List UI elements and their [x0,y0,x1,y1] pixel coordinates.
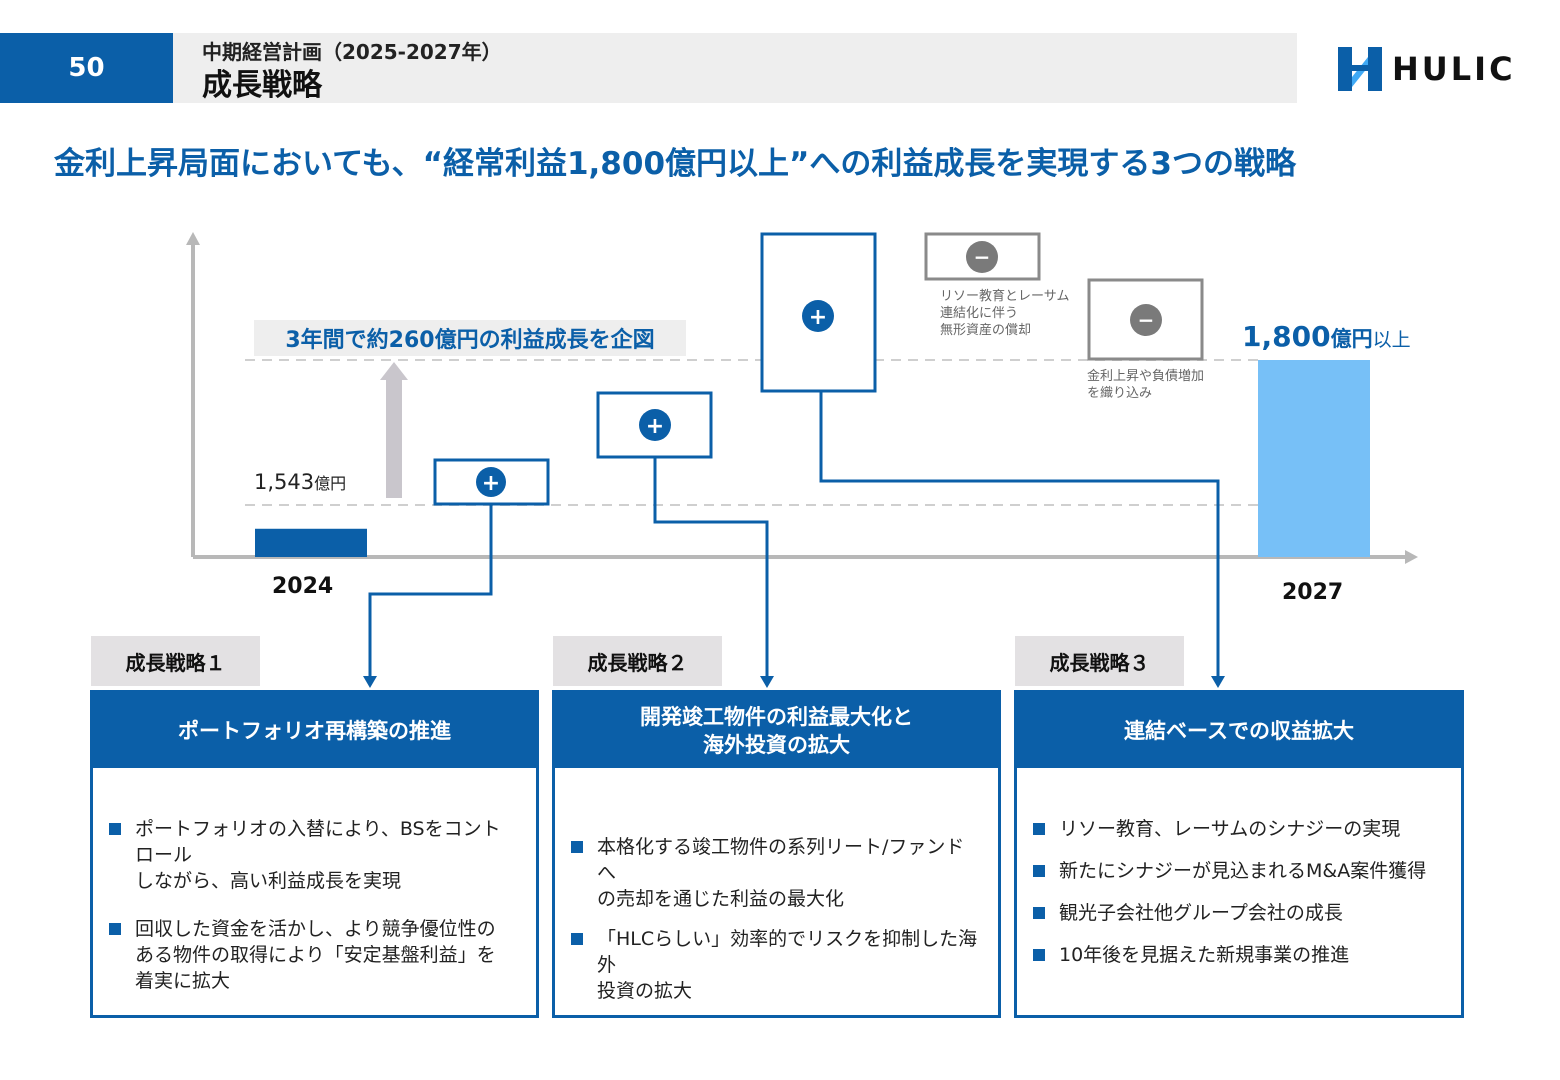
list-item: 観光子会社他グループ会社の成長 [1033,900,1441,926]
strategy-card-2: 開発竣工物件の利益最大化と海外投資の拡大 本格化する竣工物件の系列リート/ファン… [552,690,1001,1018]
growth-arrow-shaft [386,378,402,498]
logo-text: HULIC [1392,50,1516,88]
list-item: 「HLCらしい」効率的でリスクを抑制した海外投資の拡大 [571,926,978,1004]
minus-note-2: 金利上昇や負債増加 を織り込み [1087,369,1205,401]
target-value-label: 1,800億円以上 [1242,320,1411,353]
growth-callout: 3年間で約260億円の利益成長を企図 [254,320,686,356]
connector-arrow-icon [760,676,774,688]
strategy-tag-3: 成長戦略３ [1015,636,1184,686]
bar-2024 [255,528,367,557]
minus-icon: − [1130,304,1162,336]
headline: 金利上昇局面においても、“経常利益1,800億円以上”への利益成長を実現する3つ… [54,146,1296,182]
page-number: 50 [0,33,173,103]
list-item: ポートフォリオの入替により、BSをコントロールしながら、高い利益成長を実現 [109,816,516,894]
strategy-tag-2: 成長戦略２ [553,636,722,686]
strategy-tag-1: 成長戦略１ [91,636,260,686]
connector-1 [368,504,493,680]
connector-arrow-icon [363,676,377,688]
connector-arrow-icon [1211,676,1225,688]
minus-icon: − [966,241,998,273]
list-item: 新たにシナジーが見込まれるM&A案件獲得 [1033,858,1441,884]
list-item: 回収した資金を活かし、より競争優位性のある物件の取得により「安定基盤利益」を着実… [109,916,516,994]
bar-2027 [1258,360,1370,557]
header-subtitle: 中期経営計画（2025-2027年） [202,40,502,64]
year-2024-label: 2024 [272,574,334,599]
strategy-card-heading: ポートフォリオ再構築の推進 [93,693,536,768]
plus-icon: + [476,467,506,497]
list-item: リソー教育、レーサムのシナジーの実現 [1033,816,1441,842]
header-bar [173,33,1297,103]
plus-icon: + [802,300,834,332]
y-axis-arrow [186,232,200,245]
growth-arrow-head [380,362,408,380]
plus-icon: + [639,409,671,441]
svg-text:−: − [974,245,991,269]
svg-text:+: + [482,471,500,496]
strategy-card-1: ポートフォリオ再構築の推進 ポートフォリオの入替により、BSをコントロールしなが… [90,690,539,1018]
hulic-logo-mark-icon [1338,47,1382,91]
strategy-card-heading: 連結ベースでの収益拡大 [1017,693,1461,768]
svg-text:+: + [809,305,827,330]
minus-note-1: リソー教育とレーサム 連結化に伴う 無形資産の償却 [940,289,1070,338]
page-title: 成長戦略 [202,68,322,103]
connector-3 [819,391,1220,680]
svg-text:+: + [646,414,664,439]
year-2027-label: 2027 [1282,580,1344,605]
list-item: 本格化する竣工物件の系列リート/ファンドへの売却を通じた利益の最大化 [571,834,978,912]
start-value-label: 1,543億円 [254,470,347,494]
strategy-card-heading: 開発竣工物件の利益最大化と海外投資の拡大 [555,693,998,768]
hulic-logo: HULIC [1338,46,1528,92]
x-axis-arrow [1405,550,1418,564]
connector-2 [653,457,769,680]
svg-text:−: − [1138,308,1155,332]
list-item: 10年後を見据えた新規事業の推進 [1033,942,1441,968]
strategy-card-3: 連結ベースでの収益拡大 リソー教育、レーサムのシナジーの実現 新たにシナジーが見… [1014,690,1464,1018]
